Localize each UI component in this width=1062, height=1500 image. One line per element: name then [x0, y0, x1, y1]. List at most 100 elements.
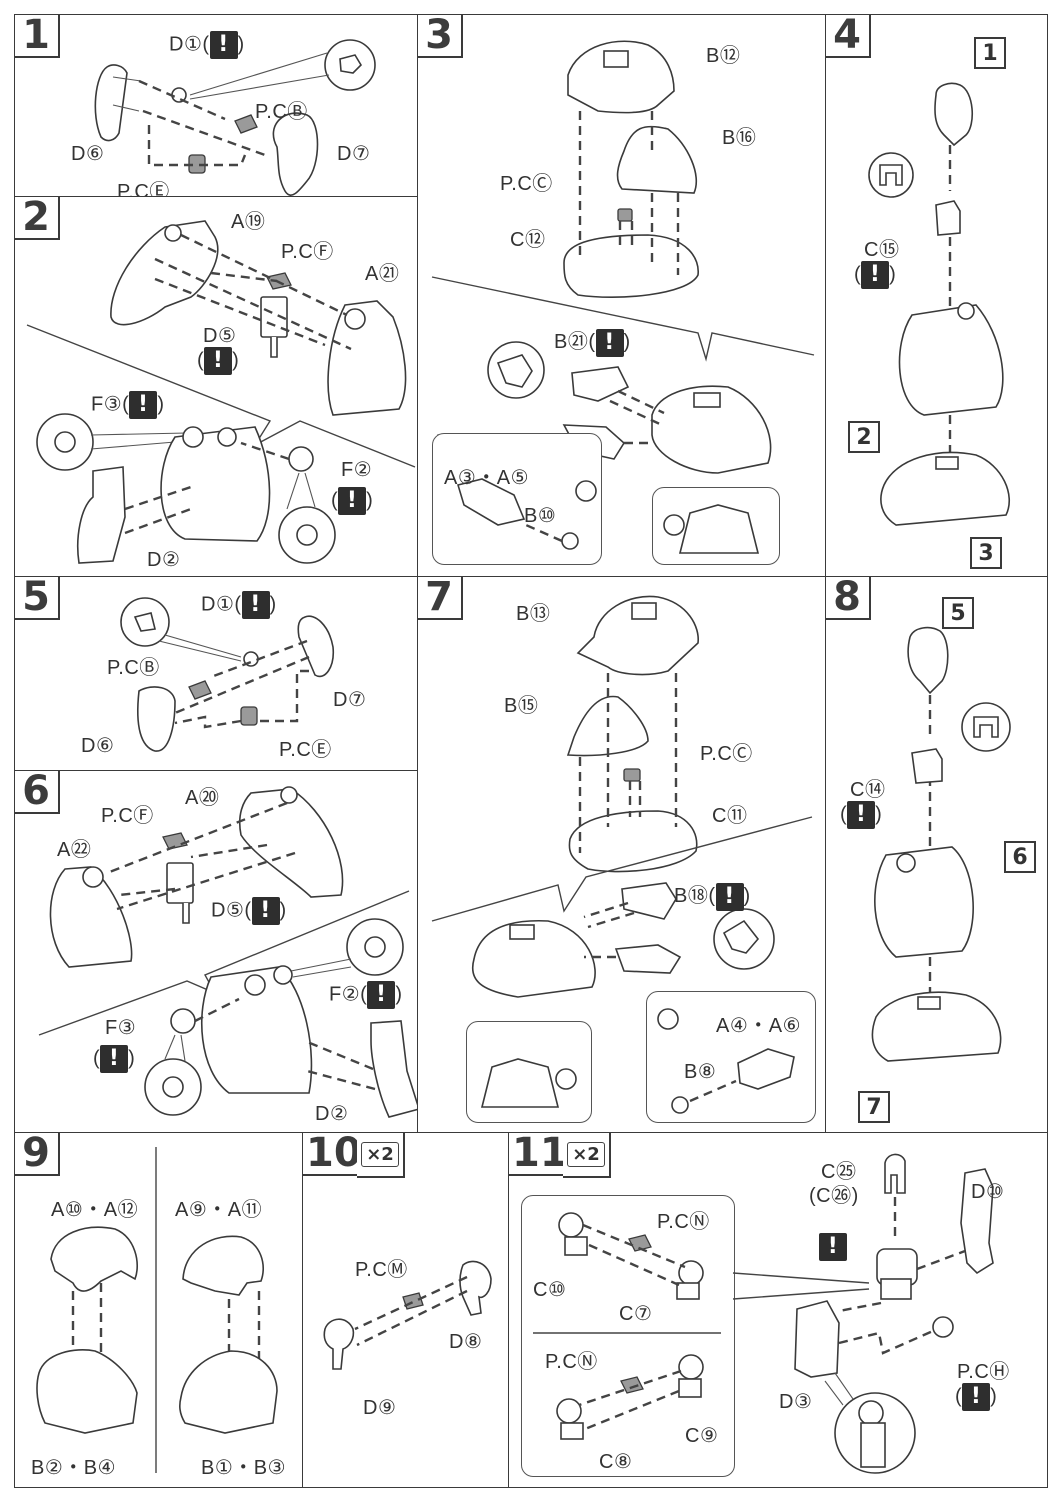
part-d9 [323, 1318, 355, 1370]
exclamation-warning-icon: ! [367, 981, 396, 1009]
label-b1-b3: B①・B③ [201, 1457, 287, 1479]
part-f2 [288, 446, 314, 472]
label-a3-a5: A③・A⑤ [444, 467, 530, 489]
magnify-callout [868, 152, 914, 198]
part-pcb [188, 680, 212, 700]
ref-step-1: 1 [974, 37, 1006, 69]
part-c14 [911, 748, 943, 784]
ref-step-3: 3 [970, 537, 1002, 569]
part-b10 [561, 532, 579, 550]
part-a20 [238, 788, 344, 898]
multiplier-x2: ×2 [567, 1141, 605, 1167]
part-a19 [110, 220, 219, 326]
label-b10: B⑩ [524, 505, 557, 527]
exclamation-warning-icon: ! [209, 31, 238, 59]
part-pch [932, 1316, 954, 1338]
part-f3 [170, 1008, 196, 1034]
label-paren: ( [331, 489, 339, 512]
label-f2: F② [341, 459, 373, 481]
part-c8 [556, 1398, 582, 1424]
part-pcn [620, 1376, 644, 1394]
part-d7-shell [297, 615, 335, 678]
step-number: 2 [15, 197, 60, 240]
label-f2: F②( [329, 983, 368, 1006]
step-7-panel: 7 B⑬ B⑮ P.CⒸ C⑪ B⑱(!) A④・A⑥ B⑧ [417, 576, 827, 1134]
step-3-overlay [456, 478, 760, 554]
step-11-panel: 11 ×2 P.CⓃ C⑩ C⑦ P.CⓃ C⑨ C⑧ C㉕ (C㉖) [508, 1132, 1048, 1488]
part-d7 [272, 112, 319, 196]
step-5-diagram [120, 597, 335, 752]
part-d6 [136, 686, 176, 752]
step-7-diagram [431, 595, 813, 998]
step-8-panel: 8 5 C⑭ (!) 6 7 [825, 576, 1048, 1134]
part-head-base [471, 919, 596, 998]
label-d8: D⑧ [449, 1331, 483, 1353]
label-paren: ) [157, 393, 165, 416]
exclamation-warning-icon: ! [204, 347, 233, 375]
part-a10-a12 [50, 1226, 138, 1292]
label-pce: P.CⒺ [117, 181, 170, 198]
label-d1: D①( [169, 33, 210, 56]
label-b8: B⑧ [684, 1061, 717, 1083]
step-3-panel: 3 B⑫ B⑯ P.CⒸ C⑫ B㉑(!) A③・A⑤ B⑩ [417, 14, 827, 578]
label-c15: C⑮ [864, 239, 900, 261]
label-d5: D⑤ [203, 325, 237, 347]
part-c25 [884, 1153, 906, 1194]
part-rear-view [678, 504, 760, 554]
part-b16 [616, 125, 698, 194]
part-d8 [459, 1260, 492, 1316]
label-d9: D⑨ [363, 1397, 397, 1419]
label-paren: ( [840, 803, 848, 826]
step-number: 9 [15, 1133, 60, 1176]
step-2-panel: 2 A⑲ P.CⒻ A㉑ D⑤ (!) F③(!) F② (!) D② [14, 196, 419, 578]
label-paren: ) [279, 899, 287, 922]
step-10-diagram [323, 1260, 492, 1370]
label-d10: D⑩ [971, 1181, 1005, 1203]
label-paren: ( [93, 1047, 101, 1070]
label-d6: D⑥ [81, 735, 115, 757]
label-c10: C⑩ [533, 1279, 567, 1301]
exclamation-warning-icon: ! [715, 882, 744, 911]
part-head-base-subassembly [880, 451, 1011, 526]
part-b13 [576, 595, 699, 676]
part-a22 [49, 866, 133, 968]
part-d2 [370, 1020, 418, 1118]
label-paren: ) [889, 263, 897, 286]
exclamation-warning-icon: ! [595, 328, 624, 357]
ref-step-2: 2 [848, 421, 880, 453]
label-b15: B⑮ [504, 695, 539, 717]
step-9-panel: 9 A⑩・A⑫ A⑨・A⑪ B②・B④ B①・B③ [14, 1132, 304, 1488]
exclamation-warning-icon: ! [847, 801, 876, 829]
step-number: 6 [15, 771, 60, 814]
label-paren: ) [623, 331, 631, 353]
part-torso-subassembly [898, 304, 1004, 416]
multiplier-x2: ×2 [361, 1141, 399, 1167]
step-6-panel: 6 A⑳ P.CⒻ A㉒ D⑤(!) F②(!) F③ (!) D② [14, 770, 419, 1134]
part-c9 [678, 1354, 704, 1380]
label-c14: C⑭ [850, 779, 886, 801]
part-d10 [960, 1168, 994, 1275]
part-b1-b3 [179, 1350, 278, 1434]
part-a4-a6 [737, 1048, 795, 1090]
part-a9-a11 [182, 1235, 265, 1296]
label-f3: F③ [105, 1017, 137, 1039]
label-pcn-bottom: P.CⓃ [545, 1351, 598, 1373]
exclamation-warning-icon: ! [819, 1233, 847, 1261]
step-5-panel: 5 D①(!) P.CⒷ D⑦ D⑥ P.CⒺ [14, 576, 419, 772]
label-pch: P.CⒽ [957, 1361, 1010, 1383]
label-paren: ) [875, 803, 883, 826]
step-number: 4 [826, 15, 871, 58]
part-rear-view [480, 1058, 560, 1108]
label-b2-b4: B②・B④ [31, 1457, 117, 1479]
part-b12 [567, 40, 675, 114]
label-pcb: P.CⒷ [255, 101, 308, 123]
part-pcf [162, 832, 188, 850]
exclamation-warning-icon: ! [129, 391, 158, 419]
sub-callout-joint-assembly [521, 1195, 735, 1477]
label-paren: ) [128, 1047, 136, 1070]
part-head-subassembly [907, 626, 949, 695]
part-pcb [234, 114, 258, 134]
label-pcf: P.CⒻ [101, 805, 154, 827]
exclamation-warning-icon: ! [241, 591, 270, 619]
label-d6: D⑥ [71, 143, 105, 165]
